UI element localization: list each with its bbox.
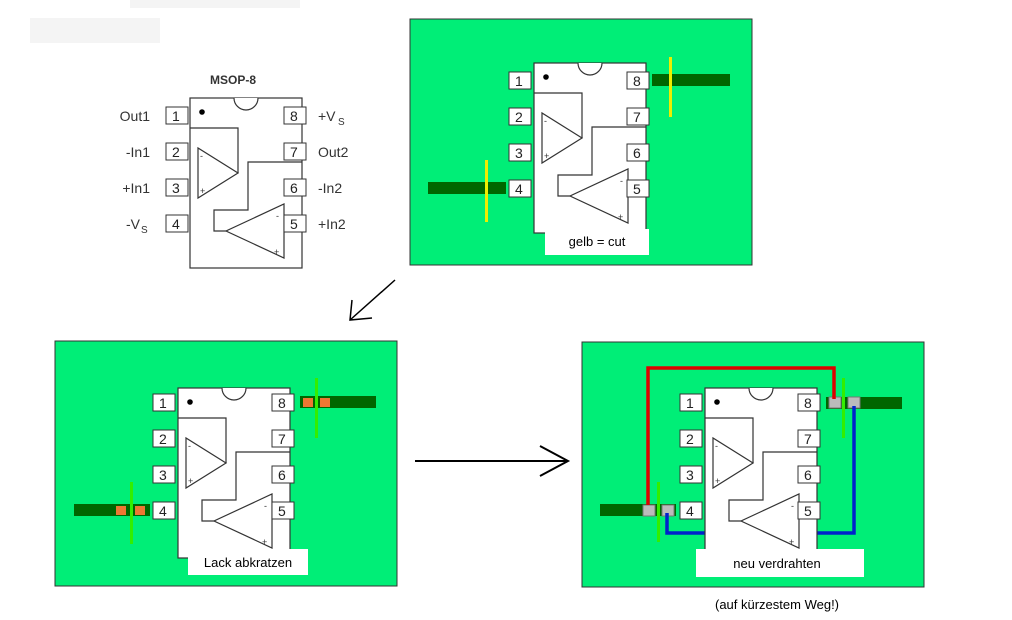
svg-text:8: 8 — [633, 73, 641, 89]
svg-text:7: 7 — [633, 109, 641, 125]
svg-text:3: 3 — [172, 180, 180, 196]
panel-cut: 1 2 3 4 8 7 6 5 gelb = cut — [409, 18, 753, 266]
pin-1: 1 — [165, 106, 189, 125]
arrow-down-left — [349, 279, 396, 321]
svg-text:4: 4 — [159, 503, 167, 519]
pin-name-vs-pos: +V — [318, 108, 336, 124]
pin-8: 8 — [283, 106, 307, 125]
svg-text:7: 7 — [804, 431, 812, 447]
trace-pin4 — [428, 182, 506, 194]
pin-name-in2-pos: +In2 — [318, 216, 346, 232]
svg-text:2: 2 — [515, 109, 523, 125]
caption-scrape: Lack abkratzen — [204, 555, 292, 570]
svg-text:2: 2 — [686, 431, 694, 447]
wire-red — [646, 366, 836, 505]
svg-text:5: 5 — [633, 181, 641, 197]
pin-name-in1-pos: +In1 — [122, 180, 150, 196]
svg-text:4: 4 — [686, 503, 694, 519]
svg-text:7: 7 — [278, 431, 286, 447]
svg-text:4: 4 — [515, 181, 523, 197]
svg-text:1: 1 — [515, 73, 523, 89]
package-title: MSOP-8 — [210, 73, 256, 87]
svg-text:6: 6 — [290, 180, 298, 196]
svg-text:3: 3 — [159, 467, 167, 483]
svg-text:7: 7 — [290, 144, 298, 160]
cut-mark-pin4 — [485, 160, 488, 222]
cut-mark-pin4 — [657, 482, 660, 542]
pad-exposed — [135, 506, 145, 515]
svg-text:2: 2 — [172, 144, 180, 160]
cut-mark-pin8 — [842, 378, 845, 438]
panel-scrape: 1 2 3 4 8 7 6 5 Lack abkratzen — [54, 340, 398, 587]
pad-exposed — [303, 398, 313, 407]
panel-rewire: 1 2 3 4 8 7 6 5 neu verdrahten — [581, 341, 925, 588]
svg-text:5: 5 — [278, 503, 286, 519]
pin-name-out1: Out1 — [120, 108, 151, 124]
svg-text:4: 4 — [172, 216, 180, 232]
svg-text:5: 5 — [804, 503, 812, 519]
pin-name-vs-pos-sub: S — [338, 117, 345, 128]
pin-name-out2: Out2 — [318, 144, 349, 160]
svg-text:8: 8 — [278, 395, 286, 411]
cut-mark-pin8 — [315, 378, 318, 438]
pin-6: 6 — [283, 178, 307, 197]
svg-text:6: 6 — [804, 467, 812, 483]
note-shortest-path: (auf kürzestem Weg!) — [715, 597, 839, 612]
pad-tinned — [642, 504, 656, 517]
pin-3: 3 — [165, 178, 189, 197]
svg-text:5: 5 — [290, 216, 298, 232]
svg-text:3: 3 — [686, 467, 694, 483]
svg-text:1: 1 — [686, 395, 694, 411]
pin-2: 2 — [165, 142, 189, 161]
svg-text:8: 8 — [290, 108, 298, 124]
arrow-right — [415, 445, 571, 477]
pin-name-vs-neg-sub: S — [141, 225, 148, 236]
pad-exposed — [116, 506, 126, 515]
pin-name-in1-neg: -In1 — [126, 144, 150, 160]
svg-text:1: 1 — [172, 108, 180, 124]
svg-text:6: 6 — [278, 467, 286, 483]
pin-name-in2-neg: -In2 — [318, 180, 342, 196]
pinout-diagram: MSOP-8 1 2 3 4 8 7 6 5 Out1 -In1 +In1 -V… — [120, 73, 349, 269]
caption-rewire: neu verdrahten — [733, 556, 820, 571]
trace-pin8 — [652, 74, 730, 86]
pin-7: 7 — [283, 142, 307, 161]
pin-4: 4 — [165, 214, 189, 233]
svg-text:1: 1 — [159, 395, 167, 411]
trace-pin8 — [300, 396, 376, 408]
caption-cut: gelb = cut — [569, 234, 626, 249]
pad-exposed — [320, 398, 330, 407]
cut-mark-pin4 — [130, 482, 133, 544]
svg-text:8: 8 — [804, 395, 812, 411]
cut-mark-pin8 — [669, 57, 672, 117]
pin-name-vs-neg: -V — [126, 216, 141, 232]
svg-text:2: 2 — [159, 431, 167, 447]
svg-text:6: 6 — [633, 145, 641, 161]
pin-5: 5 — [283, 214, 307, 233]
svg-text:3: 3 — [515, 145, 523, 161]
